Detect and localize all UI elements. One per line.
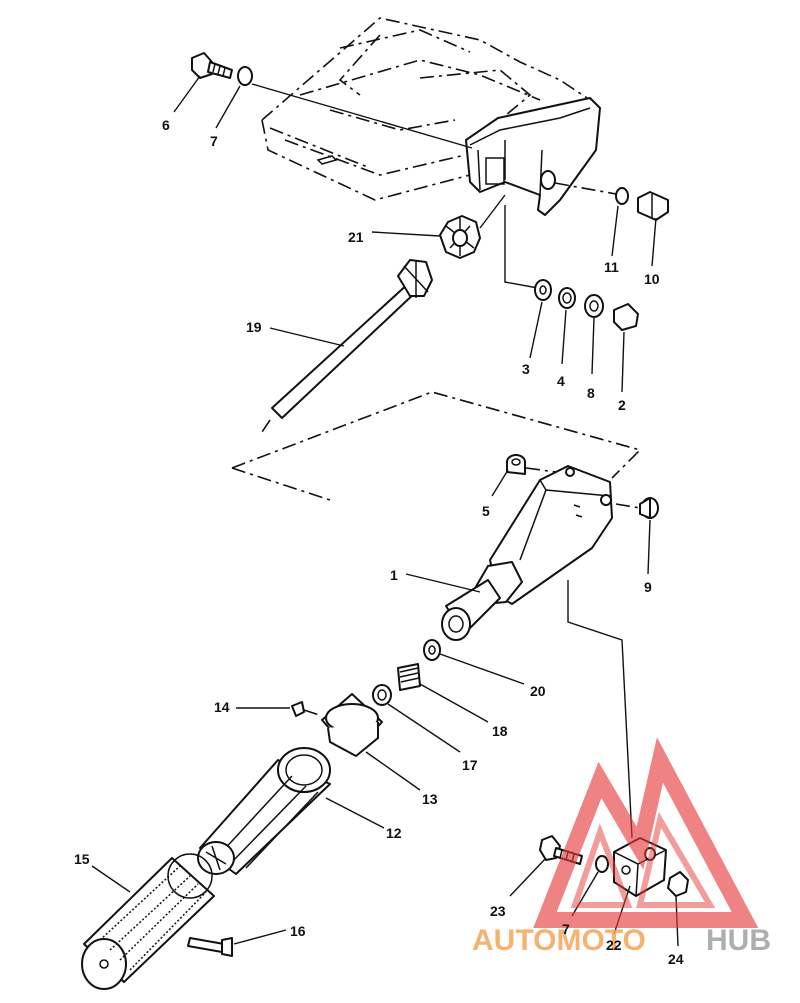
part-14-screw [291, 701, 305, 717]
part-16-screw [187, 937, 233, 957]
part-21-gear [439, 215, 481, 259]
callout-24: 24 [668, 951, 684, 967]
callout-16: 16 [290, 923, 306, 939]
callout-7-bottom: 7 [562, 921, 570, 937]
callout-8: 8 [587, 385, 595, 401]
housing-bracket [465, 97, 601, 216]
part-15-grip [81, 853, 215, 990]
part-24-nut [667, 871, 689, 897]
callout-2: 2 [618, 397, 626, 413]
callout-1: 1 [390, 567, 398, 583]
part-17-washer [372, 684, 392, 706]
callout-14: 14 [214, 699, 230, 715]
callout-6: 6 [162, 117, 170, 133]
callout-11: 11 [604, 259, 619, 275]
callout-numbers: 6 7 11 10 21 19 3 4 8 2 5 9 1 20 18 17 1… [74, 117, 684, 967]
callout-3: 3 [522, 361, 530, 377]
part-5-bushing [506, 454, 526, 475]
callout-19: 19 [246, 319, 262, 335]
callout-23: 23 [490, 903, 506, 919]
part-7-washer-top [237, 66, 253, 86]
part-19-shaft [261, 259, 433, 433]
callout-22: 22 [606, 937, 622, 953]
callout-21: 21 [348, 229, 364, 245]
callout-15: 15 [74, 851, 90, 867]
callout-12: 12 [386, 825, 402, 841]
part-4-spacer [558, 287, 576, 309]
part-1-tiller-arm [441, 465, 613, 641]
watermark-text-automoto: AUTOMOTO [472, 924, 646, 957]
callout-9: 9 [644, 579, 652, 595]
watermark-text-hub: HUB [706, 924, 771, 957]
callout-13: 13 [422, 791, 438, 807]
part-2-nut [613, 303, 639, 331]
watermark-logo: AUTOMOTO HUB [472, 737, 771, 957]
callout-10: 10 [644, 271, 660, 287]
part-10-bolt [637, 191, 669, 221]
part-13-collar [321, 693, 383, 757]
part-11-washer [615, 187, 629, 205]
part-8-washer [584, 294, 604, 318]
part-9-screw [639, 497, 659, 519]
part-18-spring [397, 663, 421, 691]
part-7-washer-bottom [595, 855, 609, 873]
part-3-washer [534, 279, 552, 301]
callout-18: 18 [492, 723, 508, 739]
engine-housing [261, 17, 591, 201]
callout-7-top: 7 [210, 133, 218, 149]
callout-17: 17 [462, 757, 478, 773]
part-6-bolt [191, 52, 233, 79]
callout-5: 5 [482, 503, 490, 519]
watermark-triangle-icon [533, 737, 759, 928]
callout-20: 20 [530, 683, 546, 699]
part-20-washer [423, 639, 441, 661]
part-12-throttle-sleeve [197, 747, 331, 875]
callout-4: 4 [557, 373, 565, 389]
